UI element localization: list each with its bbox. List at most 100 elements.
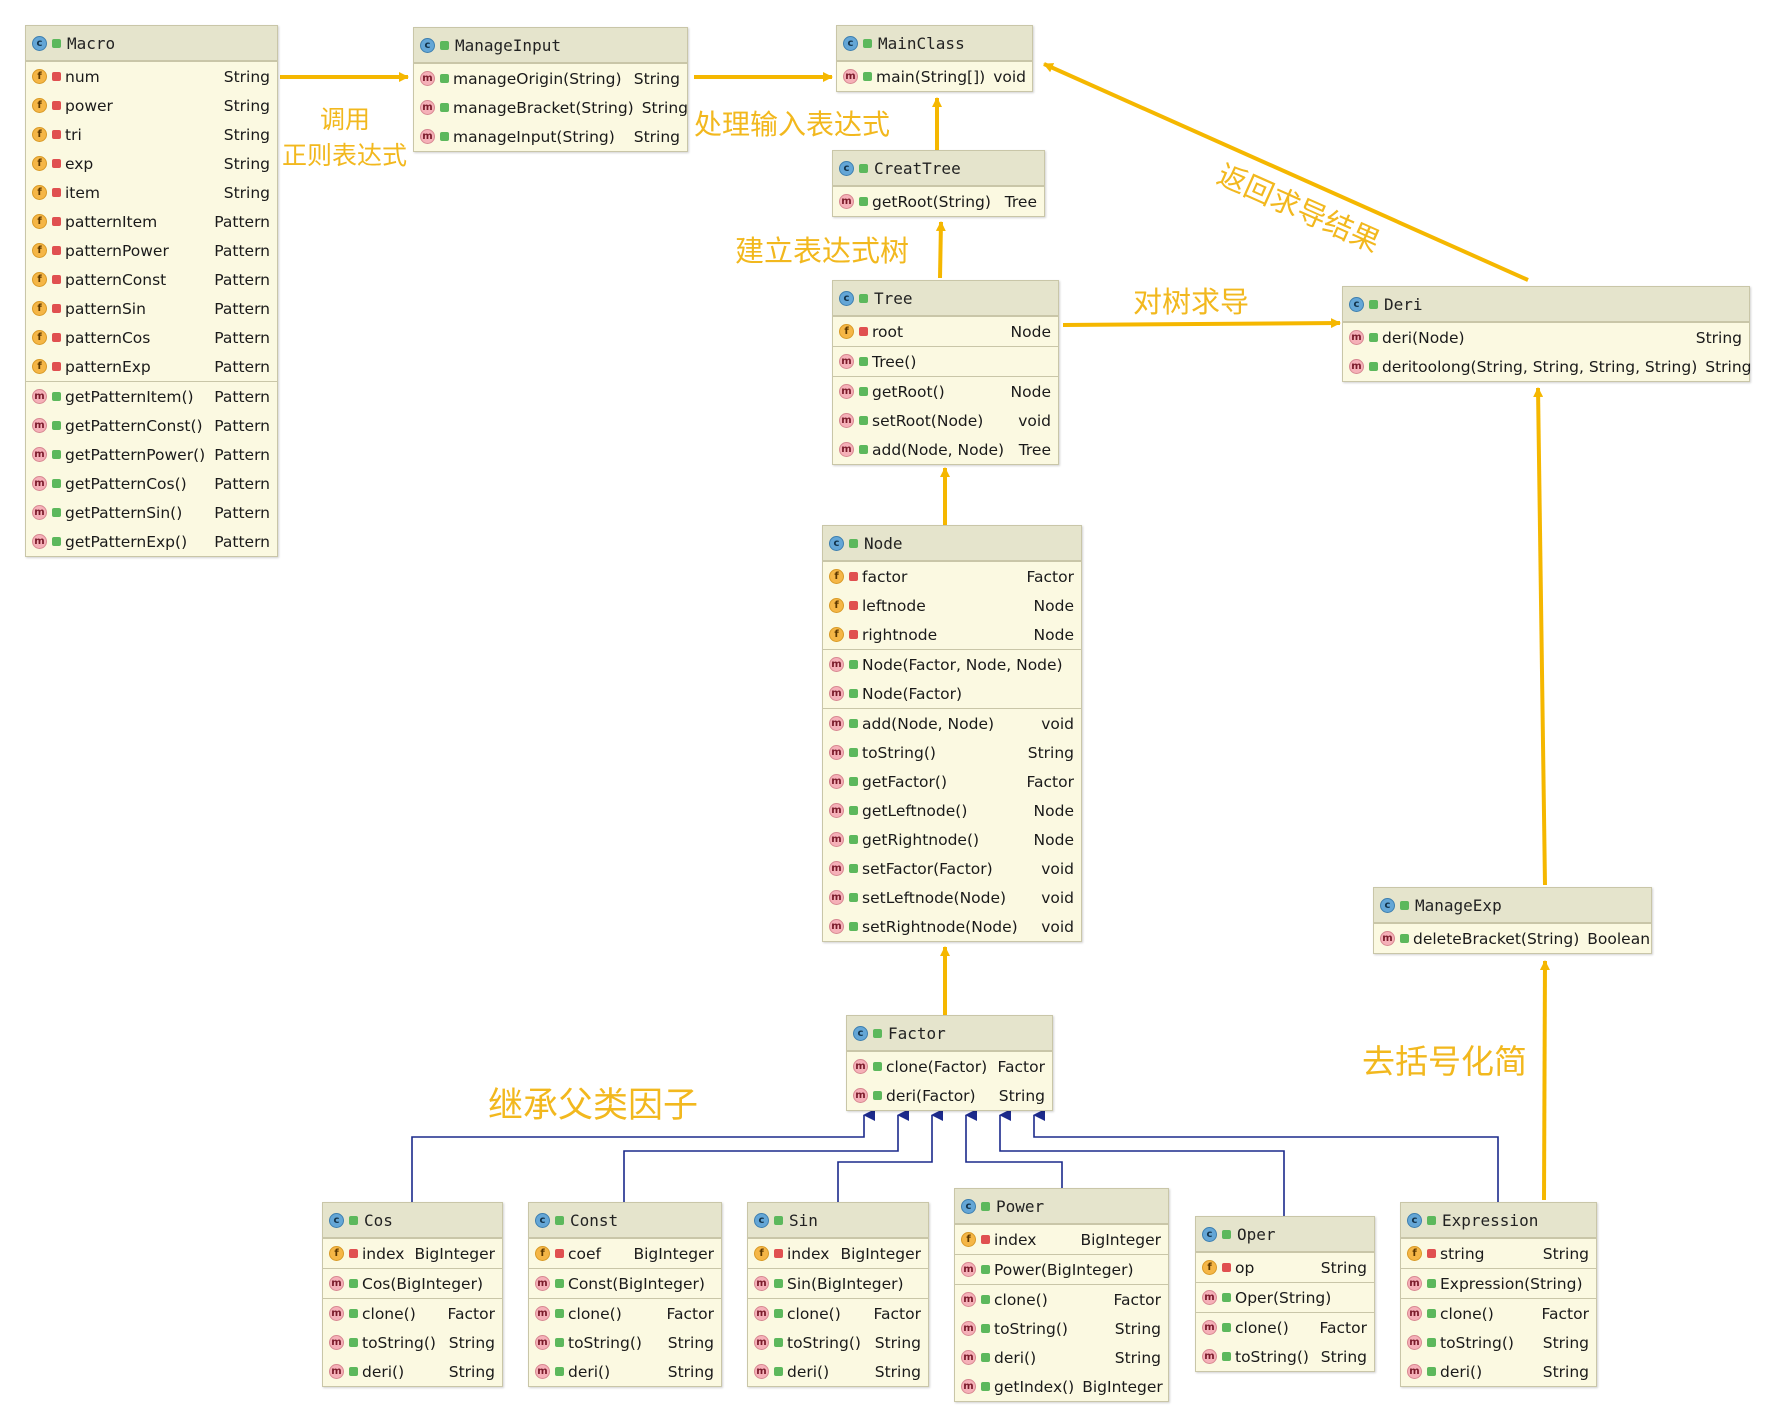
member-type: String (223, 154, 270, 173)
member-name: getRoot(String) (872, 192, 991, 211)
member-type: Factor (1319, 1318, 1367, 1337)
method-icon: m (839, 413, 854, 428)
method-icon: m (961, 1262, 976, 1277)
inherit-oper (999, 1109, 1285, 1216)
member-type: Pattern (214, 212, 270, 231)
member-name: string (1440, 1244, 1485, 1263)
public-visibility-icon (849, 777, 858, 786)
